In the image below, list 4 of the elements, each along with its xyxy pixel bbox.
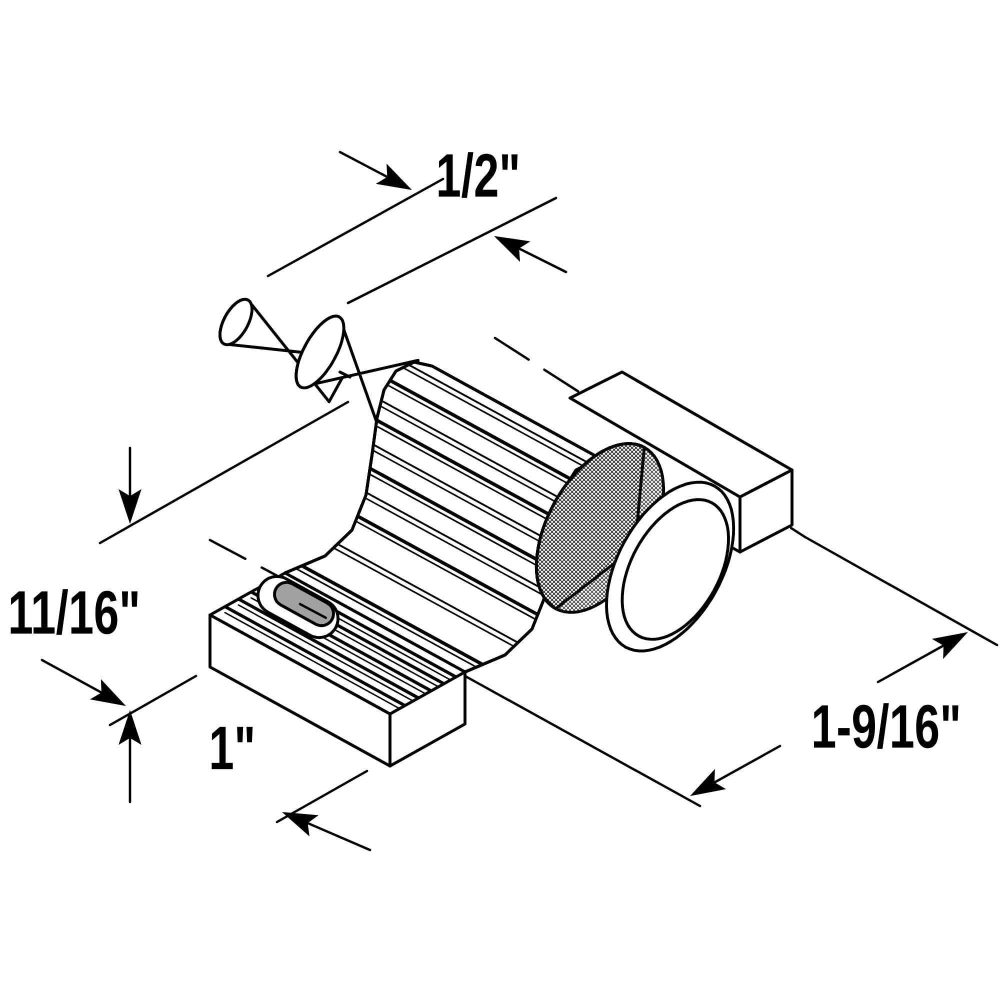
- dimension-label: 1": [212, 726, 253, 770]
- dimension-label: 1/2": [438, 152, 518, 198]
- dimension-label: 11/16": [10, 589, 138, 635]
- dimension-label: 1-9/16": [814, 703, 958, 749]
